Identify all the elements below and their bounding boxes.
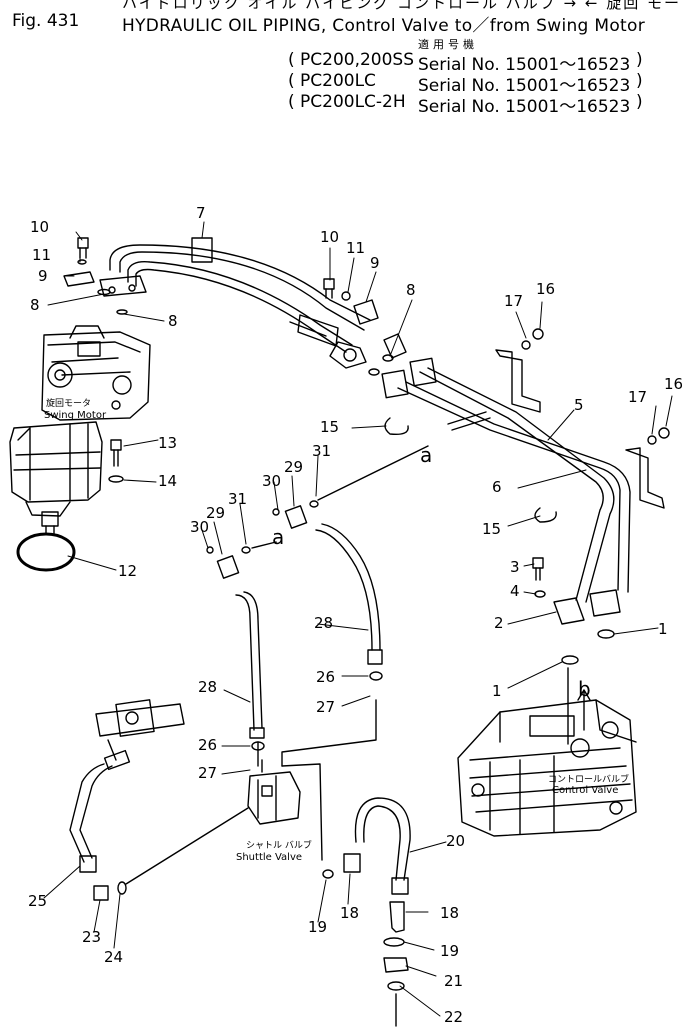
callout-11: 11 [32, 246, 51, 264]
callout-16: 16 [536, 280, 555, 298]
callout-15: 15 [482, 520, 501, 538]
callout-18: 18 [440, 904, 459, 922]
callout-26: 26 [198, 736, 217, 754]
callout-20: 20 [446, 832, 465, 850]
callout-5: 5 [574, 396, 584, 414]
callout-17: 17 [628, 388, 647, 406]
callout-10: 10 [320, 228, 339, 246]
callout-28: 28 [314, 614, 333, 632]
swing-motor-label-jp: 旋回モータ [46, 397, 91, 409]
callout-11: 11 [346, 239, 365, 257]
o-ring [16, 532, 76, 572]
callout-29: 29 [284, 458, 303, 476]
callout-31: 31 [312, 442, 331, 460]
callout-24: 24 [104, 948, 123, 966]
control-valve-label-jp: コントロールバルブ [548, 773, 629, 785]
control-valve-label: Control Valve [552, 785, 618, 796]
callout-2: 2 [494, 614, 504, 632]
serial-range: Serial No. 15001～16523 [418, 97, 631, 117]
leader-lines [43, 221, 673, 1017]
callout-10: 10 [30, 218, 49, 236]
callout-30: 30 [190, 518, 209, 536]
shuttle-valve-drawing [247, 759, 323, 861]
callout-27: 27 [198, 764, 217, 782]
callout-21: 21 [444, 972, 463, 990]
figure-number: Fig. 431 [12, 11, 80, 31]
callout-4: 4 [510, 582, 520, 600]
serial-range: Serial No. 15001～16523 [418, 76, 631, 96]
shuttle-valve-label-jp: シャトル バルブ [246, 839, 312, 851]
ref-letter-b: b [578, 677, 591, 701]
ref-letter-a: a [420, 443, 432, 467]
callout-29: 29 [206, 504, 225, 522]
callout-30: 30 [262, 472, 281, 490]
callout-31: 31 [228, 490, 247, 508]
callout-25: 25 [28, 892, 47, 910]
swing-motor-label: Swing Motor [44, 410, 107, 421]
callout-17: 17 [504, 292, 523, 310]
title-japanese: ハイドロリック オイル パイピング コントロール バルブ → ← 旋回 モータ [122, 0, 682, 12]
callout-18: 18 [340, 904, 359, 922]
callout-27: 27 [316, 698, 335, 716]
serial-range: Serial No. 15001～16523 [418, 55, 631, 75]
control-valve-drawing [457, 699, 637, 837]
callout-12: 12 [118, 562, 137, 580]
callout-8: 8 [406, 281, 416, 299]
callout-13: 13 [158, 434, 177, 452]
callout-8: 8 [168, 312, 178, 330]
callout-1: 1 [492, 682, 502, 700]
callout-7: 7 [196, 204, 206, 222]
callout-19: 19 [308, 918, 327, 936]
callout-3: 3 [510, 558, 520, 576]
callout-9: 9 [38, 267, 48, 285]
callout-1: 1 [658, 620, 668, 638]
callout-14: 14 [158, 472, 177, 490]
callout-6: 6 [492, 478, 502, 496]
callout-16: 16 [664, 375, 682, 393]
callout-15: 15 [320, 418, 339, 436]
callout-23: 23 [82, 928, 101, 946]
callout-9: 9 [370, 254, 380, 272]
callout-19: 19 [440, 942, 459, 960]
applicability-label: 適用号機 [418, 38, 478, 51]
steel-pipes [381, 357, 631, 603]
serial-model: PC200,200SS [300, 50, 415, 70]
shuttle-valve-label: Shuttle Valve [236, 852, 302, 863]
callout-28: 28 [198, 678, 217, 696]
swing-motor-drawing [9, 325, 151, 535]
callout-22: 22 [444, 1008, 463, 1026]
callout-26: 26 [316, 668, 335, 686]
title-english: HYDRAULIC OIL PIPING, Control Valve to／f… [122, 16, 645, 36]
serial-model: PC200LC [300, 71, 376, 91]
callout-8: 8 [30, 296, 40, 314]
figure-header: ハイドロリック オイル パイピング コントロール バルブ → ← 旋回 モータ … [0, 0, 682, 120]
motor-hoses [99, 237, 371, 369]
serial-model: PC200LC-2H [300, 92, 406, 112]
ref-letter-a: a [272, 525, 284, 549]
